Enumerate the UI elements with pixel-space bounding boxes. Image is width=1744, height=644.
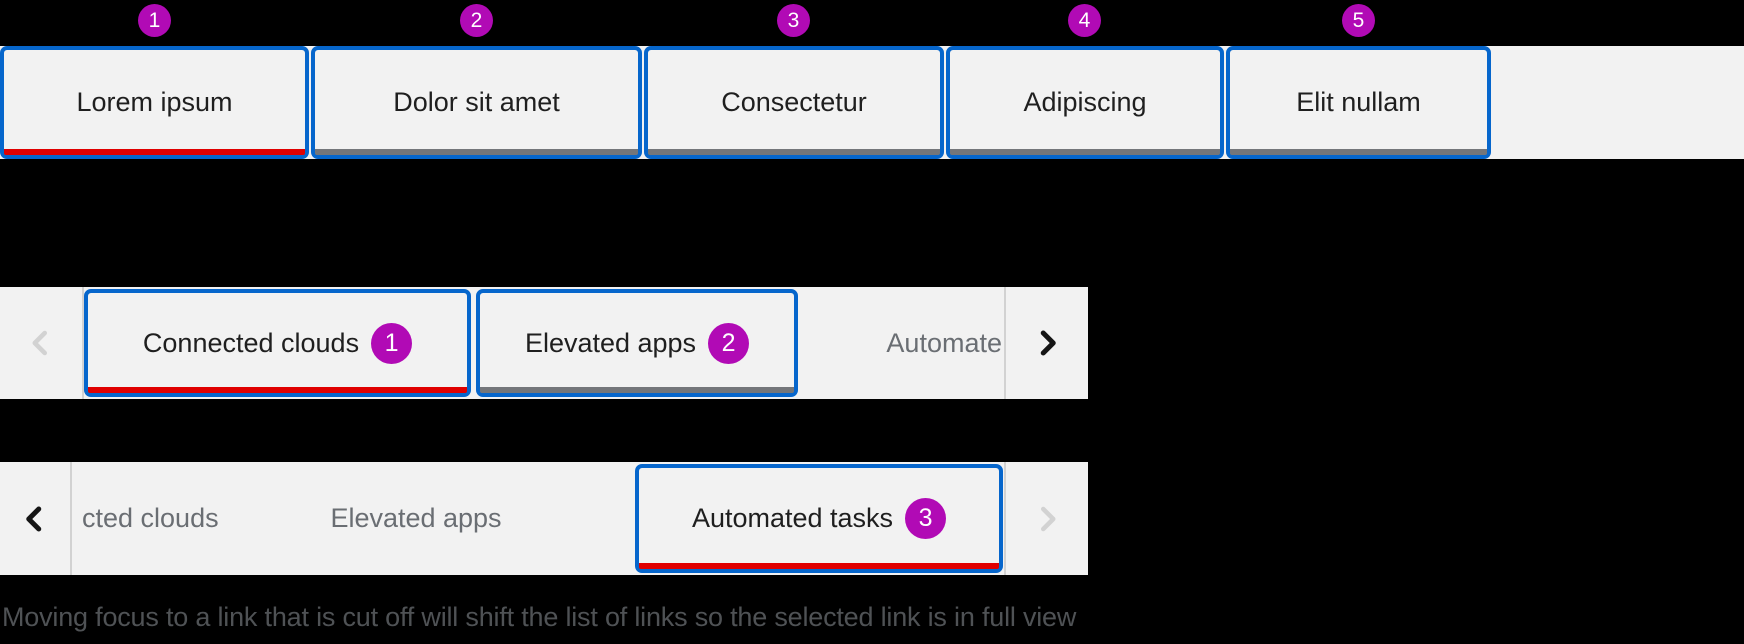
scroll-right-button[interactable]	[1004, 287, 1088, 399]
tab-label: Elit nullam	[1296, 87, 1421, 117]
chevron-right-icon	[1041, 506, 1056, 531]
inactive-tab-underline	[480, 387, 794, 393]
tab-bar-filler	[1491, 46, 1744, 159]
tab-connected-clouds-cutoff[interactable]: cted clouds	[74, 462, 274, 575]
tab-label: Consectetur	[721, 87, 867, 117]
annotation-badge-3: 3	[777, 4, 810, 37]
annotation-badge-1: 1	[138, 4, 171, 37]
tab-dolor-sit-amet[interactable]: Dolor sit amet	[311, 46, 642, 159]
active-tab-underline	[639, 563, 999, 569]
inactive-tab-underline	[1230, 149, 1487, 155]
caption-text: Moving focus to a link that is cut off w…	[2, 602, 1077, 632]
annotation-badge-2: 2	[460, 4, 493, 37]
tab-label: Elevated apps	[524, 327, 697, 358]
tab-lorem-ipsum[interactable]: Lorem ipsum	[0, 46, 309, 159]
chevron-right-icon	[1040, 330, 1056, 356]
tab-automated-tasks[interactable]: Automated tasks 3	[635, 464, 1003, 573]
overflow-tab-bar-start: Connected clouds 1 Elevated apps 2 Autom…	[0, 287, 1088, 399]
scroll-left-button[interactable]	[0, 462, 72, 575]
chevron-left-icon	[32, 330, 47, 356]
scroll-left-button[interactable]	[0, 287, 84, 399]
active-tab-underline	[88, 387, 467, 393]
inactive-tab-underline	[950, 149, 1220, 155]
top-tab-bar: Lorem ipsum Dolor sit amet Consectetur A…	[0, 46, 1744, 159]
annotation-badge-1: 1	[371, 322, 413, 364]
tab-label: Automated tasks	[691, 503, 894, 533]
tab-label: Lorem ipsum	[76, 87, 233, 117]
tab-label: Dolor sit amet	[393, 87, 560, 117]
tab-elevated-apps[interactable]: Elevated apps 2	[476, 289, 798, 397]
tab-connected-clouds[interactable]: Connected clouds 1	[84, 289, 471, 397]
chevron-left-icon	[26, 506, 42, 531]
annotation-badge-5: 5	[1342, 4, 1375, 37]
tab-label: Adipiscing	[1023, 87, 1147, 117]
inactive-tab-underline	[315, 149, 638, 155]
tab-label-cutoff: cted clouds	[82, 503, 219, 533]
tab-label-cutoff: Automate	[886, 327, 1002, 358]
annotation-badge-4: 4	[1068, 4, 1101, 37]
scroll-right-button[interactable]	[1004, 462, 1088, 575]
tab-elit-nullam[interactable]: Elit nullam	[1226, 46, 1491, 159]
inactive-tab-underline	[648, 149, 940, 155]
tab-elevated-apps[interactable]: Elevated apps	[246, 462, 586, 575]
annotation-badge-3: 3	[905, 498, 947, 539]
tab-consectetur[interactable]: Consectetur	[644, 46, 944, 159]
overflow-tab-bar-end: cted clouds Elevated apps Automated task…	[0, 462, 1088, 575]
tab-automated-tasks-cutoff[interactable]: Automate	[798, 287, 1004, 399]
tab-adipiscing[interactable]: Adipiscing	[946, 46, 1224, 159]
annotation-badge-2: 2	[708, 322, 750, 364]
tab-label: Elevated apps	[330, 503, 502, 533]
active-tab-underline	[4, 149, 305, 155]
tab-label: Connected clouds	[142, 327, 360, 358]
